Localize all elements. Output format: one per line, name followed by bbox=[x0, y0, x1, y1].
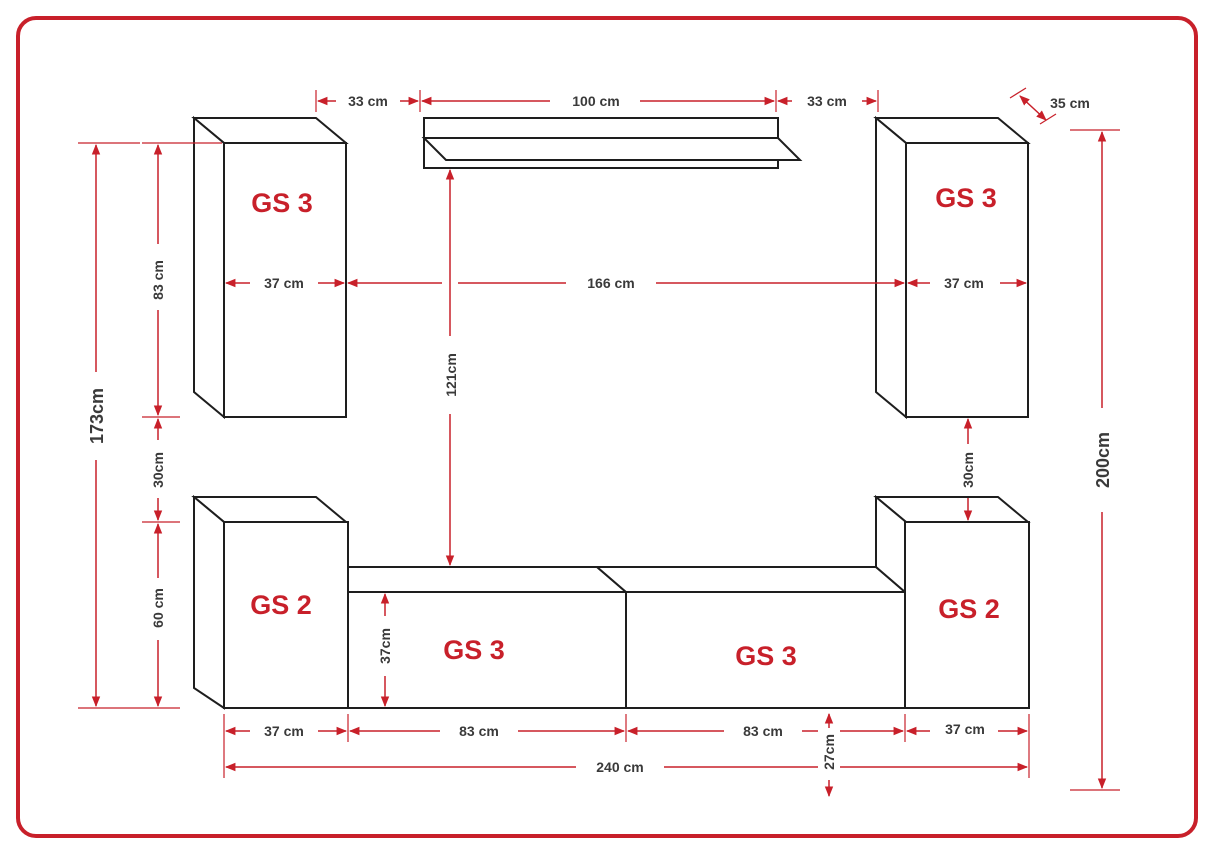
dim-label-bottom-right-width: 37 cm bbox=[945, 721, 985, 737]
dim-label-shelf-gap-left: 33 cm bbox=[348, 93, 388, 109]
dim-label-total-width: 240 cm bbox=[596, 759, 643, 775]
dim-label-wall-right-width: 37 cm bbox=[944, 275, 984, 291]
unit-label-wall-right: GS 3 bbox=[935, 183, 997, 213]
dim-label-wall-floor-gap-left: 30cm bbox=[150, 452, 166, 488]
dim-wall-floor-gap-right: 30cm bbox=[960, 417, 976, 522]
wall-shelf bbox=[421, 117, 803, 169]
dim-total-width: 240 cm bbox=[224, 759, 1029, 775]
dim-label-lowboard-height: 37cm bbox=[377, 628, 393, 664]
dim-depth: 35 cm bbox=[1009, 87, 1090, 125]
dim-label-bottom-lowboard-right-width: 83 cm bbox=[743, 723, 783, 739]
wall-cabinet-left bbox=[191, 115, 349, 420]
dim-wall-left-width: 37 cm bbox=[224, 275, 346, 291]
dim-label-floor-height: 60 cm bbox=[150, 588, 166, 628]
dim-label-bottom-left-width: 37 cm bbox=[264, 723, 304, 739]
dim-label-total-height-left: 173cm bbox=[87, 388, 107, 444]
wall-cabinet-right bbox=[873, 115, 1031, 420]
dim-label-depth: 35 cm bbox=[1050, 95, 1090, 111]
dim-label-legs-height: 27cm bbox=[821, 734, 837, 770]
lowboard-left bbox=[347, 566, 629, 709]
dim-label-wall-height: 83 cm bbox=[150, 260, 166, 300]
dim-shelf-gap-right: 33 cm bbox=[776, 90, 879, 112]
lowboard-right bbox=[594, 566, 908, 709]
unit-label-lowboard-right: GS 3 bbox=[735, 641, 797, 671]
outer-frame bbox=[16, 16, 1198, 838]
dim-lowboard-height: 37cm bbox=[377, 592, 393, 708]
dim-floor-height: 60 cm bbox=[78, 522, 180, 709]
dim-shelf-width: 100 cm bbox=[420, 90, 777, 112]
dim-total-height: 200cm bbox=[1070, 129, 1120, 791]
dim-shelf-gap-left: 33 cm bbox=[315, 90, 421, 112]
dim-label-bottom-lowboard-left-width: 83 cm bbox=[459, 723, 499, 739]
dim-label-wall-floor-gap-right: 30cm bbox=[960, 452, 976, 488]
dim-label-wall-gap: 166 cm bbox=[587, 275, 634, 291]
dim-wall-right-width: 37 cm bbox=[906, 275, 1028, 291]
dim-shelf-to-lowboard: 121cm bbox=[443, 168, 459, 567]
dim-bottom-row: 37 cm 83 cm 83 cm 37 cm bbox=[223, 714, 1030, 778]
floor-cabinet-right bbox=[873, 494, 1031, 709]
dim-wall-floor-gap-left: 30cm bbox=[142, 417, 180, 523]
unit-label-floor-right: GS 2 bbox=[938, 594, 1000, 624]
dim-legs-height: 27cm bbox=[821, 712, 837, 798]
floor-cabinet-left bbox=[191, 494, 349, 710]
dim-label-wall-left-width: 37 cm bbox=[264, 275, 304, 291]
unit-label-wall-left: GS 3 bbox=[251, 188, 313, 218]
dim-label-shelf-width: 100 cm bbox=[572, 93, 619, 109]
dim-wall-height: 83 cm bbox=[142, 142, 222, 418]
dim-wall-gap: 166 cm bbox=[346, 275, 906, 291]
unit-label-lowboard-left: GS 3 bbox=[443, 635, 505, 665]
dim-total-height-left: 173cm bbox=[78, 142, 140, 708]
dim-label-shelf-to-lowboard: 121cm bbox=[443, 353, 459, 397]
dim-label-shelf-gap-right: 33 cm bbox=[807, 93, 847, 109]
dim-label-total-height: 200cm bbox=[1093, 432, 1113, 488]
unit-label-floor-left: GS 2 bbox=[250, 590, 312, 620]
